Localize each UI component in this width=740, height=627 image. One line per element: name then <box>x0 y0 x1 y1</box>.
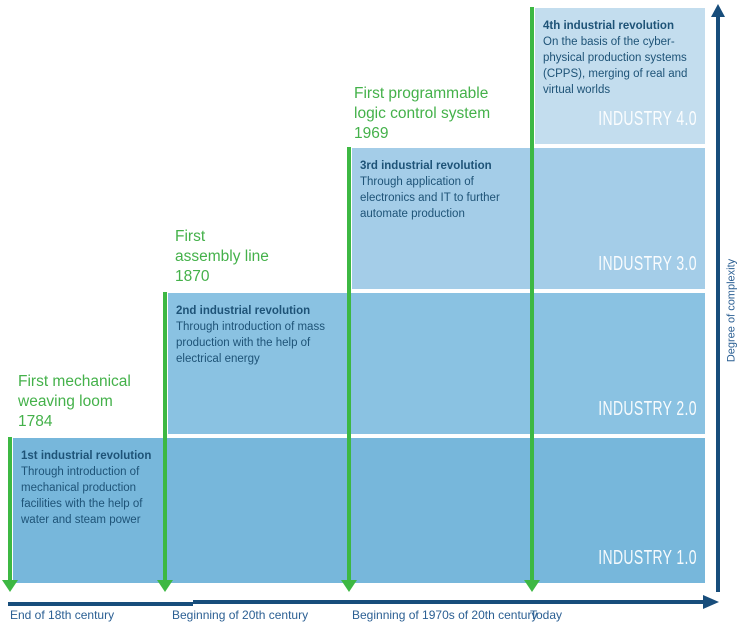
industry-4-watermark: INDUSTRY 4.0 <box>598 108 697 130</box>
industry-4-block: 4th industrial revolution On the basis o… <box>535 8 705 144</box>
block-body: On the basis of the cyber- physical prod… <box>543 36 688 96</box>
arrow-down-icon <box>2 580 18 592</box>
industry-1-block: 1st industrial revolution Through introd… <box>13 438 705 583</box>
x-axis-line <box>193 600 704 604</box>
industry-4-text: 4th industrial revolution On the basis o… <box>543 18 699 98</box>
block-heading: 2nd industrial revolution <box>176 305 311 317</box>
y-axis-line <box>716 16 720 592</box>
event-arrow-line-today <box>530 7 534 581</box>
x-axis-label-18th-century: End of 18th century <box>10 608 115 622</box>
block-body: Through introduction of mechanical produ… <box>21 466 143 526</box>
event-arrow-line-1784 <box>8 437 12 581</box>
block-heading: 3rd industrial revolution <box>360 160 492 172</box>
block-heading: 1st industrial revolution <box>21 450 152 462</box>
milestone-plc-system: First programmable logic control system … <box>354 85 491 142</box>
milestone-weaving-loom: First mechanical weaving loom 1784 <box>18 373 131 430</box>
event-arrow-line-1870 <box>163 292 167 581</box>
event-arrow-line-1969 <box>347 147 351 581</box>
x-axis-label-1970s: Beginning of 1970s of 20th century <box>352 608 538 622</box>
arrow-down-icon <box>524 580 540 592</box>
industry-3-block: 3rd industrial revolution Through applic… <box>352 148 705 289</box>
industry-3-text: 3rd industrial revolution Through applic… <box>360 158 699 222</box>
arrow-up-icon <box>711 4 725 17</box>
x-axis-line <box>8 602 193 606</box>
arrow-right-icon <box>703 595 719 609</box>
arrow-down-icon <box>341 580 357 592</box>
industry-1-text: 1st industrial revolution Through introd… <box>21 448 699 528</box>
industry-2-block: 2nd industrial revolution Through introd… <box>168 293 705 434</box>
block-body: Through application of electronics and I… <box>360 176 500 220</box>
x-axis-label-today: Today <box>530 608 563 622</box>
industry-3-watermark: INDUSTRY 3.0 <box>598 253 697 275</box>
y-axis-label: Degree of complexity <box>725 258 738 363</box>
industry-1-watermark: INDUSTRY 1.0 <box>598 547 697 569</box>
industry-2-text: 2nd industrial revolution Through introd… <box>176 303 699 367</box>
industry-2-watermark: INDUSTRY 2.0 <box>598 398 697 420</box>
block-body: Through introduction of mass production … <box>176 321 325 365</box>
milestone-assembly-line: First assembly line 1870 <box>175 228 269 285</box>
arrow-down-icon <box>157 580 173 592</box>
x-axis-label-20th-century: Beginning of 20th century <box>172 608 309 622</box>
block-heading: 4th industrial revolution <box>543 20 674 32</box>
